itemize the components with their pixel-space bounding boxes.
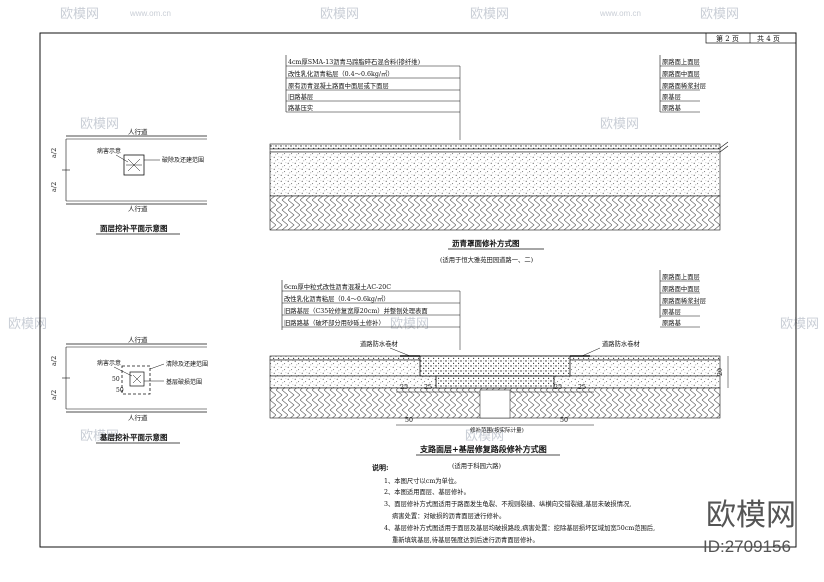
layer-label-5: 路基压实 (288, 103, 313, 112)
page-box (705, 32, 797, 44)
right-label-3: 原路面稀浆封层 (662, 296, 706, 305)
dim-height: 20 (717, 368, 724, 376)
watermark-brand: 欧模网 (80, 428, 119, 443)
layer-label-3: 旧路基层（C35砼修复宽厚20cm）并整刨处理表面 (284, 306, 428, 315)
base-plan-diagram: 人行道 人行道 a/2 a/2 病害示意 清除及还建范围 基层破损范围 50 5… (50, 335, 208, 444)
right-label-block: 原路面上面层 原路面中面层 原路面稀浆封层 原基层 原路基 (659, 270, 706, 328)
repair-trench (419, 355, 571, 377)
right-label-3: 原路面稀浆封层 (662, 81, 706, 90)
layer-label-3: 原有沥青混凝土路面中面层或下面层 (288, 81, 389, 90)
range-label: 破除及还建范围 (162, 156, 204, 164)
walkway-top-label: 人行道 (128, 127, 148, 136)
watermark-brand: 欧模网 (80, 116, 119, 131)
watermark-brand: 欧模网 (320, 6, 359, 21)
right-label-1: 原路面上面层 (662, 57, 700, 66)
dim-a-half-top: a/2 (50, 148, 58, 158)
right-label-block: 原路面上面层 原路面中面层 原路面稀浆封层 原基层 原路基 (659, 55, 706, 113)
note-3: 3、面层修补方式图适用于路面发生龟裂、不规则裂缝、纵横向交错裂缝,基层未破损情况… (384, 499, 631, 508)
right-label-5: 原路基 (662, 103, 682, 112)
right-label-1: 原路面上面层 (662, 272, 700, 281)
disease-label: 病害示意 (97, 147, 121, 155)
layer-label-1: 4cm厚SMA-13沥青马蹄脂碎石混合料(掺纤维) (288, 57, 420, 66)
old-surface-layer (269, 151, 721, 197)
layer-label-block: 4cm厚SMA-13沥青马蹄脂碎石混合料(掺纤维) 改性乳化沥青粘层（0.4～0… (285, 55, 461, 140)
note-2: 2、本图适用面层、基层修补。 (384, 487, 470, 496)
dim-right-1: 25 (554, 384, 562, 391)
waterproof-tag-left: 道路防水卷材 (360, 339, 398, 348)
base-break-area (121, 365, 151, 395)
base-repair-caption: 支路面层+基层修复路段修补方式图 (419, 444, 547, 454)
watermark-url: www.om.cn (599, 9, 641, 18)
overlay-subcaption: (适用于恒大雅苑田园道路一、二) (440, 255, 533, 264)
watermark-big-brand: 欧模网 (706, 499, 796, 532)
repair-area (123, 154, 145, 176)
dim-right-2: 25 (578, 384, 586, 391)
overlay-caption: 沥青罩面修补方式图 (452, 238, 520, 248)
note-3b: 病害处置：对破损的沥青面层进行修补。 (392, 511, 505, 520)
watermark-brand: 欧模网 (700, 6, 739, 21)
watermark-brand: 欧模网 (780, 316, 819, 331)
watermark-brand: 欧模网 (60, 6, 99, 21)
overlay-layer (269, 143, 721, 150)
repair-area (129, 371, 145, 387)
right-label-5: 原路基 (662, 318, 682, 327)
dim-note: 修补范围(按实际计量) (470, 426, 524, 434)
watermark-brand: 欧模网 (8, 316, 47, 331)
layer-label-2: 改性乳化沥青粘层（0.4～0.6kg/㎡） (284, 294, 390, 303)
dim-50-bottom: 50 (116, 387, 124, 394)
range-label-clear: 清除及还建范围 (166, 360, 208, 368)
repair-base (435, 375, 555, 389)
dim-50-left: 50 (112, 376, 120, 383)
dim-left-2: 25 (424, 384, 432, 391)
watermark-id: ID:2709156 (703, 537, 791, 556)
waterproof-tag-right: 道路防水卷材 (602, 339, 640, 348)
page-number: 第 2 页 (716, 34, 739, 43)
note-1: 1、本图尺寸以cm为单位。 (384, 476, 460, 485)
subgrade-layer (269, 195, 721, 231)
layer-label-2: 改性乳化沥青粘层（0.4～0.6kg/㎡） (288, 69, 394, 78)
dim-note-box (479, 389, 511, 419)
note-4: 4、基层修补方式图适用于面层及基层均破损路段,病害处置：挖除基层损坏区域加宽50… (384, 523, 655, 532)
range-label-base: 基层破损范围 (166, 378, 202, 386)
overlay-section-diagram: 4cm厚SMA-13沥青马蹄脂碎石混合料(掺纤维) 改性乳化沥青粘层（0.4～0… (269, 55, 729, 264)
notes-title: 说明: (372, 463, 389, 472)
dim-a-half-bottom: a/2 (50, 182, 58, 192)
watermark-url: www.om.cn (129, 9, 171, 18)
watermark-brand: 欧模网 (390, 316, 429, 331)
disease-label: 病害示意 (97, 359, 121, 367)
walkway-top-label: 人行道 (128, 335, 148, 344)
watermark-brand: 欧模网 (600, 116, 639, 131)
right-label-4: 原基层 (662, 307, 681, 316)
surface-plan-caption: 面层挖补平面示意图 (100, 223, 168, 233)
right-label-4: 原基层 (662, 92, 681, 101)
tack-coat (269, 148, 721, 153)
dim-width-right: 50 (560, 417, 568, 424)
drawing-frame (39, 32, 797, 548)
surface-plan-diagram: 人行道 人行道 a/2 a/2 病害示意 破除及还建范围 面层挖补平面示意图 (50, 127, 207, 235)
right-label-2: 原路面中面层 (662, 284, 700, 293)
right-label-2: 原路面中面层 (662, 69, 700, 78)
layer-label-1: 6cm厚中粒式改性沥青混凝土AC-20C (284, 282, 391, 291)
layer-label-4: 旧路基层 (288, 92, 313, 101)
walkway-bottom-label: 人行道 (128, 204, 148, 213)
notes-block: 说明: 1、本图尺寸以cm为单位。 2、本图适用面层、基层修补。 3、面层修补方… (372, 463, 655, 544)
layer-label-4: 旧路路基（破坏部分用砂砾土修补） (284, 318, 385, 327)
dim-left-1: 25 (400, 384, 408, 391)
dim-a-half-top: a/2 (50, 356, 58, 366)
watermark-brand: 欧模网 (465, 428, 504, 443)
base-plan-caption: 基层挖补平面示意图 (99, 432, 168, 442)
walkway-bottom-label: 人行道 (128, 413, 148, 422)
page-total: 共 4 页 (757, 34, 780, 43)
dim-a-half-bottom: a/2 (50, 390, 58, 400)
layer-label-block: 6cm厚中粒式改性沥青混凝土AC-20C 改性乳化沥青粘层（0.4～0.6kg/… (281, 280, 461, 350)
note-4b: 重新填筑基层,待基层强度达到后进行沥青面层修补。 (392, 535, 539, 544)
watermark-brand: 欧模网 (470, 6, 509, 21)
base-repair-subcaption: (适用于科园六路) (452, 461, 501, 470)
base-repair-section-diagram: 6cm厚中粒式改性沥青混凝土AC-20C 改性乳化沥青粘层（0.4～0.6kg/… (269, 270, 729, 470)
dim-width-left: 50 (405, 417, 413, 424)
